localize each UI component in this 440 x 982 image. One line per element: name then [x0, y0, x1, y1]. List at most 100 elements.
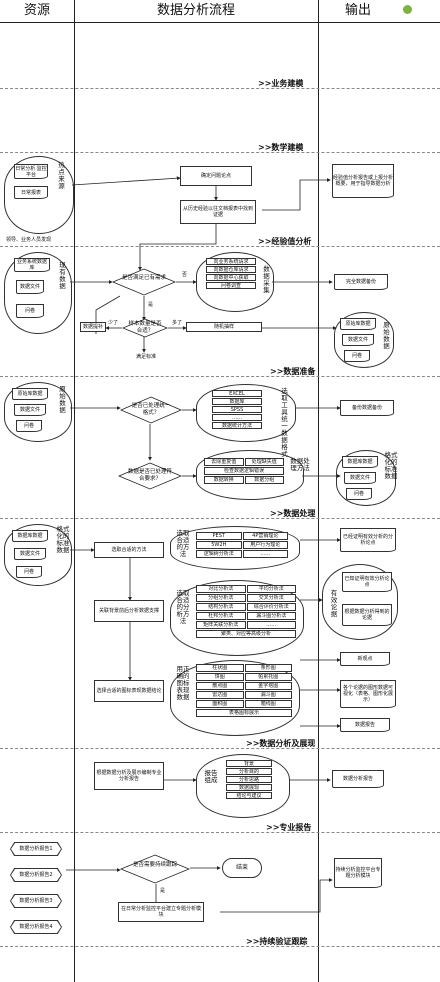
divider	[0, 946, 440, 947]
method1-item: 5W2H	[196, 541, 242, 549]
logo-mark-icon	[403, 5, 412, 14]
tools-list: EXCEL 数据库 SPSS …… 数据统计方法	[212, 390, 262, 429]
step-find-evidence: 从历史经验以往文档报表中找到证据	[180, 200, 256, 224]
collect-item: 向数据仓库请求	[206, 266, 256, 273]
methods2-group	[170, 580, 304, 656]
chart-type-item: 雷达图	[196, 691, 244, 699]
section-label-tracking: >>持续验证跟踪	[246, 936, 308, 946]
method2-item: 聚类、对应等高级分析	[196, 630, 296, 638]
method1-item: 逻辑树分析法	[196, 550, 242, 558]
analysis-output-proven: 已知证明有效分析论点	[342, 572, 392, 592]
report-items-label: 报告组成	[204, 769, 218, 784]
method2-item: 杜邦分析法	[196, 612, 246, 620]
process-resource-box: 数据文件	[14, 404, 46, 416]
collect-label: 数据采集	[263, 265, 270, 294]
raw-output-label: 原始数据	[383, 321, 390, 350]
methods-grid: 去除重复值 处理缺失值 检查数据逻辑错误 数据转换 数据分组	[204, 458, 284, 484]
divider	[0, 246, 440, 247]
methods1-grid: PEST 4P营销理论 5W2H 用户行为理论 逻辑树分析法 ……	[196, 532, 288, 558]
prep-output-backup: 完全数据备份	[334, 274, 388, 290]
method-item: 数据转换	[204, 476, 244, 484]
prep-resource-box: 数据文件	[16, 280, 44, 294]
raw-output-box: 数据文件	[342, 334, 374, 346]
methods1-group	[170, 526, 300, 570]
process-resource-box: 问卷	[16, 420, 42, 432]
prep-resource-group	[4, 252, 72, 334]
collect-item: 向数据中心获取	[206, 274, 256, 281]
analysis-output-evidence: 根据数据分析得到的论据	[342, 604, 392, 626]
method-item: 数据分组	[244, 476, 284, 484]
experience-resource-group	[4, 156, 74, 234]
collect-list: 向业务系统请求 向数据仓库请求 向数据中心获取 问卷调查	[206, 258, 256, 289]
decision-sample-size: 样本数量是否合适？	[121, 318, 169, 338]
tracking-report-box: 数据分析报告4	[10, 920, 62, 934]
analysis-output-conclusion: 已经证明有效分析的分析论点	[340, 528, 396, 552]
report-item: 分析目的	[226, 768, 272, 775]
prep-resource-label: 现有数据	[59, 261, 66, 290]
column-divider-right	[318, 0, 319, 982]
section-label-experience: >>经验值分析	[258, 236, 312, 246]
divider	[0, 518, 440, 519]
report-output: 数据分析报告	[332, 770, 384, 788]
method1-item: 4P营销理论	[242, 532, 288, 540]
step-supplement: 数据提补	[80, 322, 106, 332]
report-items-group	[196, 754, 290, 818]
tools-group	[196, 384, 296, 442]
process-resource-group	[4, 382, 72, 442]
method2-item: 对比分析法	[196, 585, 246, 593]
report-item: 分析思路	[226, 776, 272, 783]
collect-group	[196, 252, 274, 312]
process-output-backup: 备份数据备份	[340, 400, 394, 416]
section-label-business: >>业务建模	[258, 78, 304, 88]
methods2-label: 选取合适的分析方法	[176, 589, 190, 625]
process-resource-label: 原始数据	[59, 385, 66, 414]
header-resources: 资源	[0, 0, 74, 23]
raw-output-box: 原始库数据	[340, 318, 376, 330]
tools-label: 选取工具统一数据格式	[281, 387, 288, 458]
process-resource-box: 原始库数据	[12, 388, 48, 400]
header-output: 输出	[318, 0, 398, 23]
header-flow: 数据分析流程	[74, 0, 318, 23]
method2-item: 综合评价分析法	[246, 603, 296, 611]
report-items-list: 背景 分析目的 分析思路 数据展现 结论与建议	[226, 760, 272, 799]
process-output-label: 格式化的标准数据	[384, 451, 398, 480]
methods-label: 数据处理方法	[290, 457, 310, 472]
divider	[0, 376, 440, 377]
process-output-box: 数据库数据	[342, 456, 378, 468]
chart-type-item: 柱状图	[196, 664, 244, 672]
tracking-report-box: 数据分析报告2	[10, 868, 62, 882]
chart-type-item: 表格图标展示	[196, 709, 292, 717]
analysis-resource-label: 格式化的标准数据	[56, 525, 70, 554]
analysis-resource-group	[4, 524, 72, 586]
charts-group	[170, 660, 300, 736]
chart-type-item: 漏斗图	[244, 691, 292, 699]
raw-output-box: 问卷	[344, 350, 370, 362]
method-item: 去除重复值	[204, 458, 244, 466]
label-no: 否	[182, 272, 188, 278]
methods1-label: 选取合适的方法	[176, 529, 190, 558]
experience-resource-box: 日常报表	[14, 186, 48, 199]
tracking-output: 持续分析监控平台专题分析模块	[334, 858, 382, 888]
methods2-grid: 对比分析法 平均分析法 分组分析法 交叉分析法 结构分析法 综合评价分析法 杜邦…	[196, 585, 296, 638]
experience-resource-box: 日常分析 监控平台	[14, 164, 48, 179]
methods-group	[196, 450, 304, 500]
method1-item: 用户行为理论	[242, 541, 288, 549]
decision-continue-tracking: 是否需要持续跟踪	[119, 854, 191, 884]
step-choose-chart: 选择合适的图标表现数据结论	[94, 680, 164, 702]
method-item: 检查数据逻辑错误	[204, 467, 284, 475]
divider	[0, 748, 440, 749]
report-item: 结论与建议	[226, 792, 272, 799]
process-output-box: 数据文件	[344, 472, 376, 484]
divider	[0, 88, 440, 89]
label-yes: 是	[160, 888, 166, 894]
step-compile-report: 根据数据分析及展示编制专业分析报告	[94, 762, 164, 790]
section-label-analysis: >>数据分析及展现	[246, 738, 316, 748]
process-output-group	[336, 450, 396, 506]
chart-type-item: 条形图	[244, 664, 292, 672]
section-label-report: >>专业报告	[266, 822, 312, 832]
charts-grid: 柱状图 条形图 饼图 帕累托图 散点图 金字塔图 雷达图 漏斗图 面积图 箱线图…	[196, 664, 292, 717]
analysis-output-charts: 各个论据的图形数据可视化（表格、图形化展示）	[340, 680, 396, 708]
step-context-analysis: 关联背景前后分析数据支撑	[94, 600, 164, 622]
evidence-group	[322, 564, 398, 640]
